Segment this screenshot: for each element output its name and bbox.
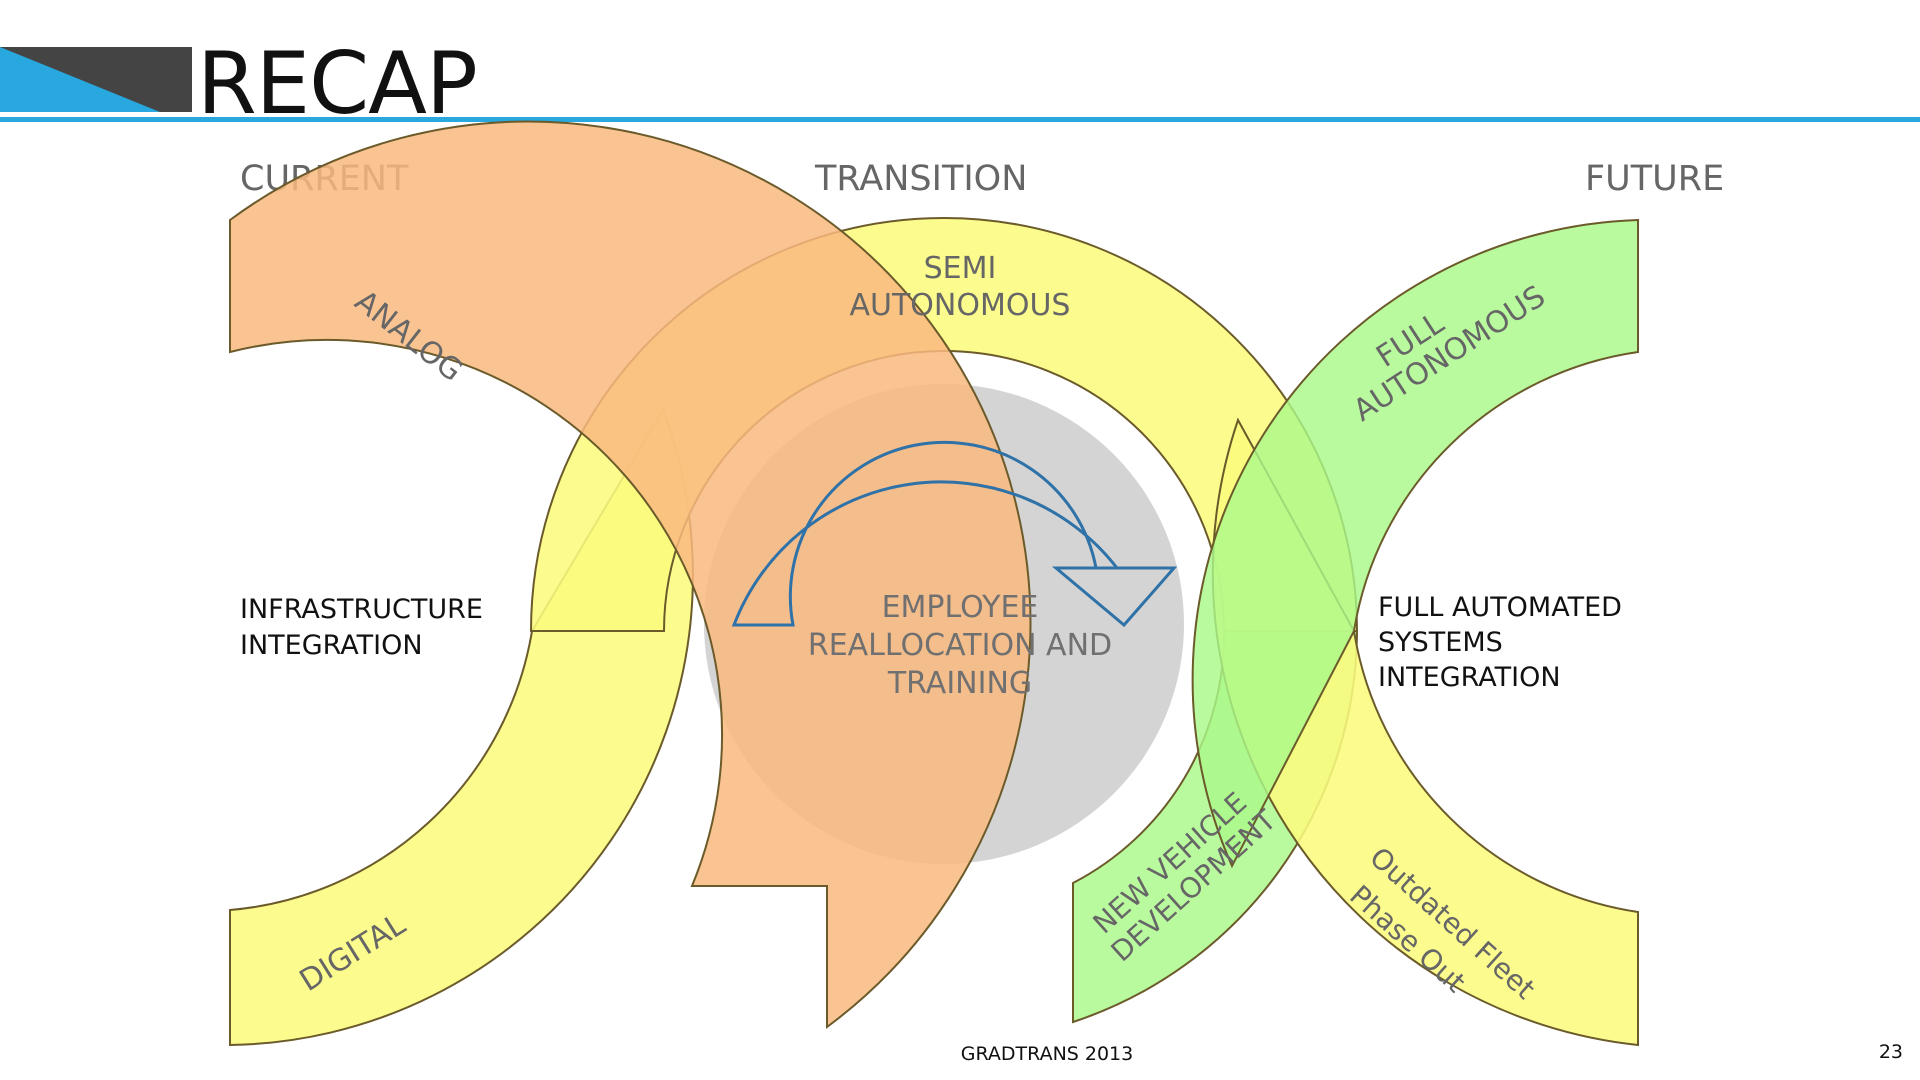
systems-integration-line1: FULL AUTOMATED — [1378, 592, 1622, 623]
cycle-arrow-icon — [731, 440, 1178, 628]
employee-reallocation-line3: TRAINING — [887, 666, 1032, 701]
employee-reallocation-line1: EMPLOYEE — [882, 590, 1039, 625]
systems-integration-line2: SYSTEMS — [1378, 627, 1503, 658]
slide-title: RECAP — [197, 34, 477, 134]
analog-arc — [229, 120, 1032, 1029]
footer-text: GRADTRANS 2013 — [961, 1043, 1133, 1065]
employee-reallocation-line2: REALLOCATION AND — [808, 628, 1112, 663]
header-blue-triangle — [0, 47, 160, 112]
header-decoration — [0, 47, 1920, 122]
systems-integration-line3: INTEGRATION — [1378, 662, 1561, 693]
column-heading-transition: TRANSITION — [814, 159, 1027, 199]
header-underline — [0, 117, 1920, 122]
semi-autonomous-label-line1: SEMI — [924, 251, 997, 286]
column-heading-future: FUTURE — [1585, 159, 1724, 199]
semi-autonomous-label-line2: AUTONOMOUS — [850, 288, 1071, 323]
infrastructure-integration-line2: INTEGRATION — [240, 630, 423, 661]
infrastructure-integration-line1: INFRASTRUCTURE — [240, 594, 483, 625]
page-number: 23 — [1879, 1041, 1903, 1063]
full-autonomous-arc — [1191, 218, 1639, 869]
